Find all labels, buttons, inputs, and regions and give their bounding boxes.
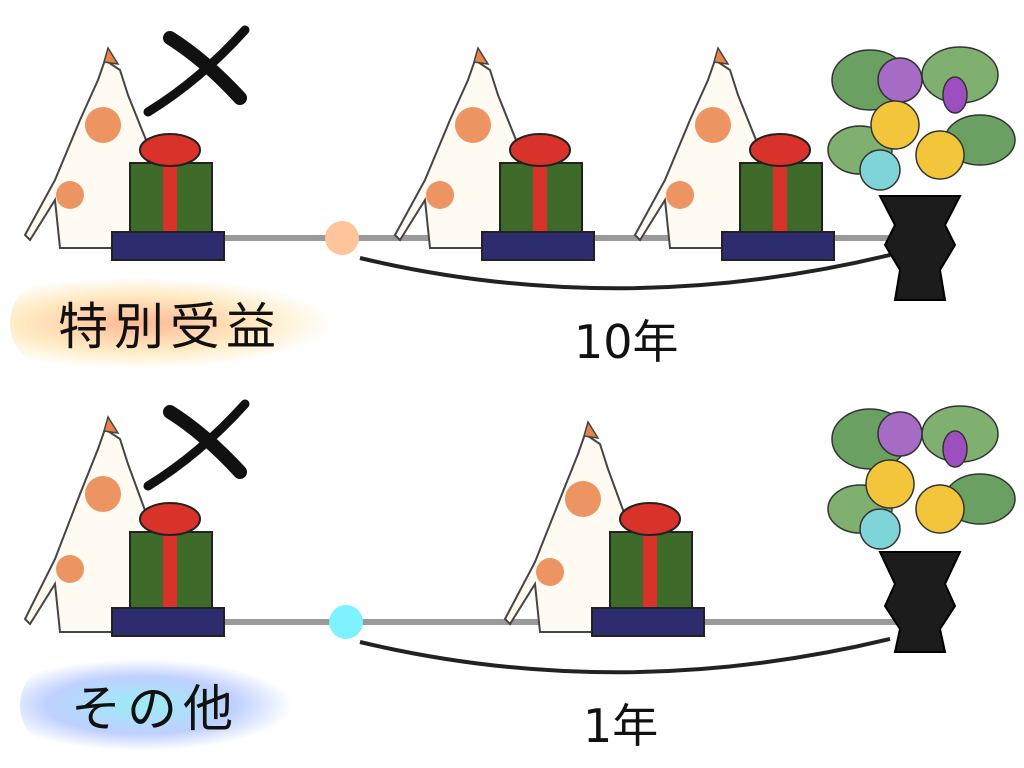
cross-mark-icon xyxy=(143,399,250,491)
cat-with-gift-crossed xyxy=(23,25,250,261)
cat-with-gift xyxy=(633,46,835,261)
cat-icon xyxy=(633,46,762,249)
cat-icon xyxy=(503,420,632,633)
cat-with-gift xyxy=(393,46,595,261)
gift-icon xyxy=(481,133,595,261)
cat-icon xyxy=(23,46,152,249)
start-dot xyxy=(325,221,359,255)
label-special-benefit: 特別受益 xyxy=(10,278,330,368)
gift-icon xyxy=(111,502,225,637)
cat-with-gift-crossed xyxy=(23,399,250,637)
cat-with-gift xyxy=(503,420,705,637)
cat-icon xyxy=(23,415,152,633)
cross-mark-icon xyxy=(143,25,250,117)
row-special-benefit: 特別受益 10年 xyxy=(10,25,1016,369)
period-arc xyxy=(359,253,891,291)
start-dot xyxy=(329,605,363,639)
period-label: 10年 xyxy=(574,315,679,369)
period-arc xyxy=(359,637,891,675)
timeline-illustration-top xyxy=(23,25,1016,301)
timeline-illustration-bottom xyxy=(23,399,1016,675)
period-label: 1年 xyxy=(583,699,659,753)
cat-icon xyxy=(393,46,522,249)
gift-icon xyxy=(111,133,225,261)
label-others: その他 xyxy=(20,660,290,750)
row-others: その他 1年 xyxy=(0,384,1024,768)
gift-icon xyxy=(721,133,835,261)
gift-icon xyxy=(591,502,705,637)
flower-vase-icon xyxy=(827,405,1016,653)
flower-vase-icon xyxy=(827,46,1016,301)
